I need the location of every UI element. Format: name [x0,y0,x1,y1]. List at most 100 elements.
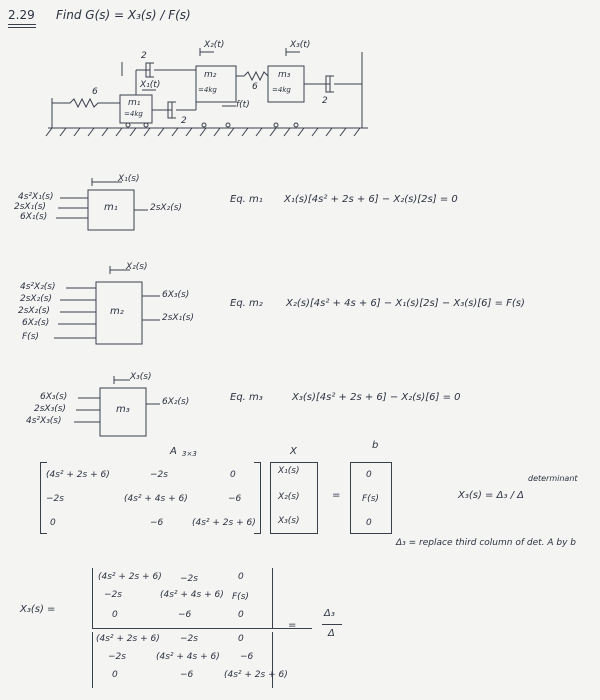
small-frac-bar [322,624,342,625]
fbd2-left5: F(s) [22,332,39,342]
matrix-a-dim: 3×3 [182,450,197,458]
num-r1c2: −2s [180,574,198,584]
b-vector [350,462,392,534]
fbd1-mass: m₁ [104,202,118,213]
num-r3c2: −6 [178,610,192,620]
m1-label: m₁ [128,98,141,108]
den-r1c3: 0 [238,634,244,644]
den-r3c3: (4s² + 2s + 6) [224,670,288,680]
fbd2-left4: 6X₂(s) [22,318,50,328]
m1-mass: =4kg [124,110,143,118]
a-r2c1: −2s [46,494,64,504]
fbd2-left1: 4s²X₂(s) [20,282,56,292]
b-v3: 0 [366,518,372,528]
x-v2: X₂(s) [278,492,300,502]
task-text: Find G(s) = X₃(s) / F(s) [56,8,191,22]
a-r2c3: −6 [228,494,242,504]
fbd2-left3: 2sX₂(s) [18,306,50,316]
fbd3-left1: 6X₃(s) [40,392,68,402]
den-r1c1: (4s² + 2s + 6) [96,634,160,644]
fbd2-eq: X₂(s)[4s² + 4s + 6] − X₁(s)[2s] − X₃(s)[… [286,298,525,309]
fbd1-x: X₁(s) [118,174,140,184]
x1-label: X₁(t) [140,80,161,90]
problem-underline [8,24,36,25]
problem-underline-2 [8,27,36,28]
fbd2-mass: m₂ [110,306,124,317]
fbd3-eq-label: Eq. m₃ [230,392,263,403]
num-r3c1: 0 [112,610,118,620]
m2-mass: =4kg [198,86,217,94]
num-r2c2: (4s² + 4s + 6) [160,590,224,600]
m3-mass: =4kg [272,86,291,94]
cramer-lhs: X₃(s) = [20,604,56,615]
fbd1-left1: 4s²X₁(s) [18,192,54,202]
num-det-right-bar [272,568,273,628]
fbd1-right: 2sX₂(s) [150,203,182,213]
fbd3-eq: X₃(s)[4s² + 2s + 6] − X₂(s)[6] = 0 [292,392,461,403]
f-label: f(t) [236,100,250,110]
frac-num: Δ₃ [324,608,335,619]
fbd3-right: 6X₂(s) [162,397,190,407]
frac-den: Δ [328,628,335,639]
num-r1c1: (4s² + 2s + 6) [98,572,162,582]
a-r3c3: (4s² + 2s + 6) [192,518,256,528]
fbd3-mass: m₃ [116,404,130,415]
fbd2-right2: 2sX₁(s) [162,313,194,323]
fbd3-x: X₃(s) [130,372,152,382]
num-r2c3: F(s) [232,592,249,602]
k2-label: 6 [92,87,98,97]
matrix-a-right-bracket [254,462,261,534]
fbd1-eq: X₁(s)[4s² + 2s + 6] − X₂(s)[2s] = 0 [284,194,458,205]
fbd1-left2: 2sX₁(s) [14,202,46,212]
fraction-bar [92,628,312,629]
fbd2-right1: 6X₃(s) [162,290,190,300]
problem-number: 2.29 [8,8,35,22]
a-r1c1: (4s² + 2s + 6) [46,470,110,480]
cramer-rule: X₃(s) = Δ₃ / Δ [458,490,525,501]
a-r1c2: −2s [150,470,168,480]
matrix-x-label: X [290,446,297,457]
num-r3c3: 0 [238,610,244,620]
x-vector [270,462,318,534]
k3-label: 6 [252,82,258,92]
fbd2-x: X₂(s) [126,262,148,272]
a-r3c1: 0 [50,518,56,528]
d1-label: 2 [181,116,187,126]
k1-label: 2 [141,51,147,61]
x3-label: X₃(t) [290,40,311,50]
a-r2c2: (4s² + 4s + 6) [124,494,188,504]
num-det-left-bar [92,568,93,628]
den-r3c1: 0 [112,670,118,680]
m2-label: m₂ [204,70,217,80]
matrix-equals: = [332,490,341,501]
num-r2c1: −2s [104,590,122,600]
fbd1-left3: 6X₁(s) [20,212,48,222]
x2-label: X₂(t) [204,40,225,50]
fbd2-left2: 2sX₂(s) [20,294,52,304]
x-v3: X₃(s) [278,516,300,526]
determinant-note: determinant [528,474,578,483]
m3-label: m₃ [278,70,291,80]
b-v2: F(s) [362,494,379,504]
cramer-equals: = [288,620,297,631]
a-r1c3: 0 [230,470,236,480]
den-r1c2: −2s [180,634,198,644]
den-det-left-bar [92,632,93,688]
den-r2c3: −6 [240,652,254,662]
fbd3-left2: 2sX₃(s) [34,404,66,414]
den-r3c2: −6 [180,670,194,680]
fbd2-eq-label: Eq. m₂ [230,298,263,309]
fbd1-eq-label: Eq. m₁ [230,194,263,205]
den-r2c2: (4s² + 4s + 6) [156,652,220,662]
b-v1: 0 [366,470,372,480]
matrix-a-label: A [170,446,177,457]
matrix-a-left-bracket [40,462,47,534]
den-det-right-bar [272,632,273,688]
d3-label: 2 [322,96,328,106]
fbd3-left3: 4s²X₃(s) [26,416,62,426]
num-r1c3: 0 [238,572,244,582]
delta3-note: Δ₃ = replace third column of det. A by b [396,538,577,548]
den-r2c1: −2s [108,652,126,662]
